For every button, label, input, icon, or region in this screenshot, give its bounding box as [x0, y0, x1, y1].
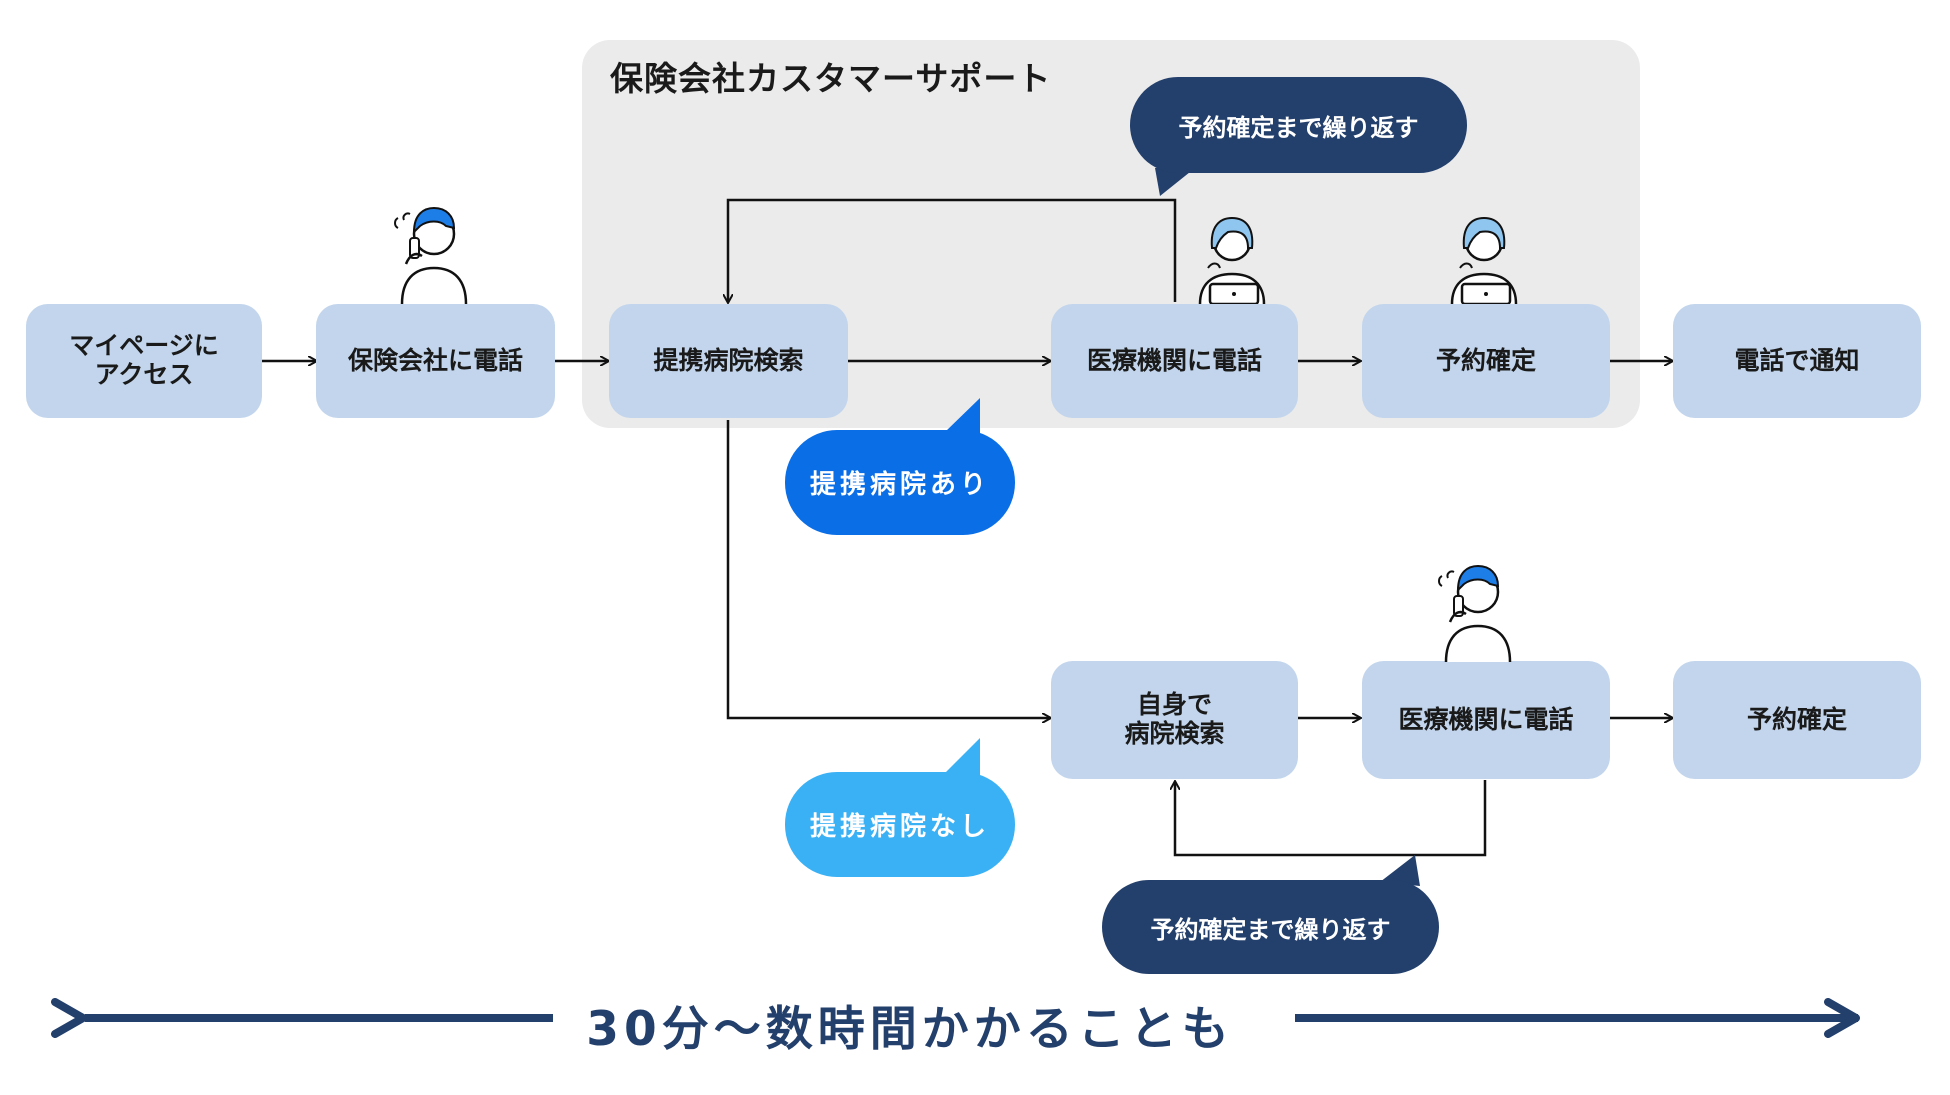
- box-call-medical-bottom: 医療機関に電話: [1362, 661, 1610, 779]
- worried-user-phone-icon: [1438, 564, 1512, 662]
- operator-headset-icon: [1450, 216, 1518, 304]
- bubble-partner-yes: 提携病院あり: [785, 430, 1015, 535]
- bubble-tail-repeat-bottom: [1380, 855, 1420, 886]
- timeline-label: 30分〜数時間かかることも: [586, 1002, 1234, 1057]
- box-confirm-top: 予約確定: [1362, 304, 1610, 418]
- branch-no-partner: [726, 420, 1050, 718]
- bubble-repeat-top: 予約確定まで繰り返す: [1130, 77, 1467, 173]
- box-mypage-access: マイページに アクセス: [26, 304, 262, 418]
- box-search-partner: 提携病院検索: [609, 304, 848, 418]
- bubble-tail-partner-no: [945, 738, 980, 778]
- box-call-insurer: 保険会社に電話: [316, 304, 555, 418]
- loop-bottom: [1175, 780, 1487, 857]
- bubble-partner-no: 提携病院なし: [785, 772, 1015, 877]
- box-call-medical-top: 医療機関に電話: [1051, 304, 1298, 418]
- bubble-repeat-bottom: 予約確定まで繰り返す: [1102, 880, 1439, 974]
- box-confirm-bottom: 予約確定: [1673, 661, 1921, 779]
- panel-title: 保険会社カスタマーサポート: [610, 59, 1052, 98]
- bubble-tail-repeat-top: [1155, 168, 1195, 196]
- box-self-search: 自身で 病院検索: [1051, 661, 1298, 779]
- box-notify: 電話で通知: [1673, 304, 1921, 418]
- operator-headset-icon: [1198, 216, 1266, 304]
- worried-user-phone-icon: [394, 206, 468, 304]
- loop-top: [728, 198, 1177, 302]
- bubble-tail-partner-yes: [945, 398, 980, 438]
